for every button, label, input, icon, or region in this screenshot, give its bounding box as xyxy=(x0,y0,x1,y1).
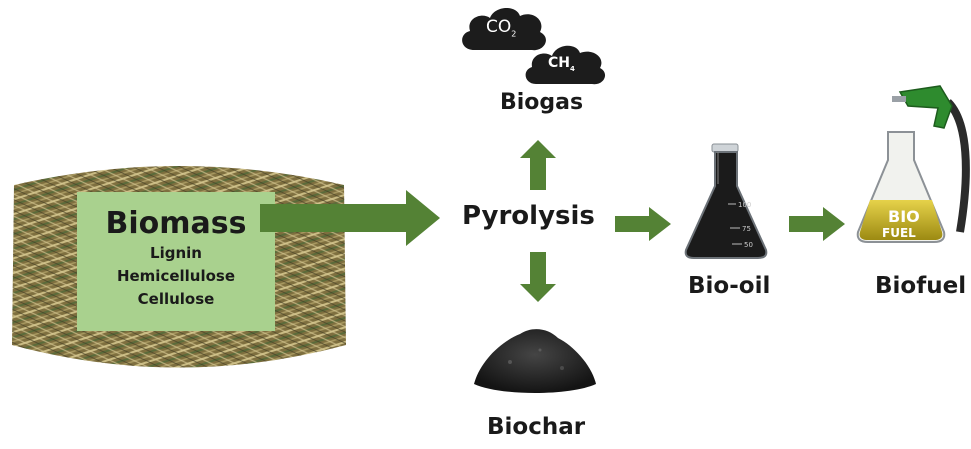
biogas-label: Biogas xyxy=(500,90,584,115)
ch4-label: CH4 xyxy=(548,55,575,73)
biochar-pile-icon xyxy=(474,329,596,393)
biofuel-flask-icon: BIO FUEL xyxy=(856,85,970,243)
bio-oil-label: Bio-oil xyxy=(688,273,771,299)
co2-label: CO2 xyxy=(486,17,517,39)
svg-text:FUEL: FUEL xyxy=(882,226,916,240)
arrow-biomass-to-pyrolysis xyxy=(260,190,440,246)
svg-text:75: 75 xyxy=(742,225,751,233)
arrow-bio-oil-to-biofuel xyxy=(789,207,845,241)
arrow-pyrolysis-to-biogas xyxy=(520,140,556,190)
pyrolysis-label: Pyrolysis xyxy=(462,201,595,231)
biofuel-label: Biofuel xyxy=(875,273,967,299)
biomass-component-cellulose: Cellulose xyxy=(137,290,215,308)
biomass-box: Biomass Lignin Hemicellulose Cellulose xyxy=(77,192,275,331)
biomass-component-lignin: Lignin xyxy=(150,244,202,262)
biochar-label: Biochar xyxy=(487,414,586,440)
svg-text:100: 100 xyxy=(738,201,751,209)
arrow-pyrolysis-to-bio-oil xyxy=(615,207,671,241)
biomass-component-hemicellulose: Hemicellulose xyxy=(116,267,236,285)
svg-text:BIO: BIO xyxy=(888,207,920,226)
biomass-title: Biomass xyxy=(105,206,247,241)
erlenmeyer-flask-icon: 100 75 50 xyxy=(684,143,768,259)
svg-text:50: 50 xyxy=(744,241,753,249)
ch4-cloud-icon xyxy=(525,45,606,85)
arrow-pyrolysis-to-biochar xyxy=(520,252,556,302)
co2-cloud-icon xyxy=(462,7,546,51)
